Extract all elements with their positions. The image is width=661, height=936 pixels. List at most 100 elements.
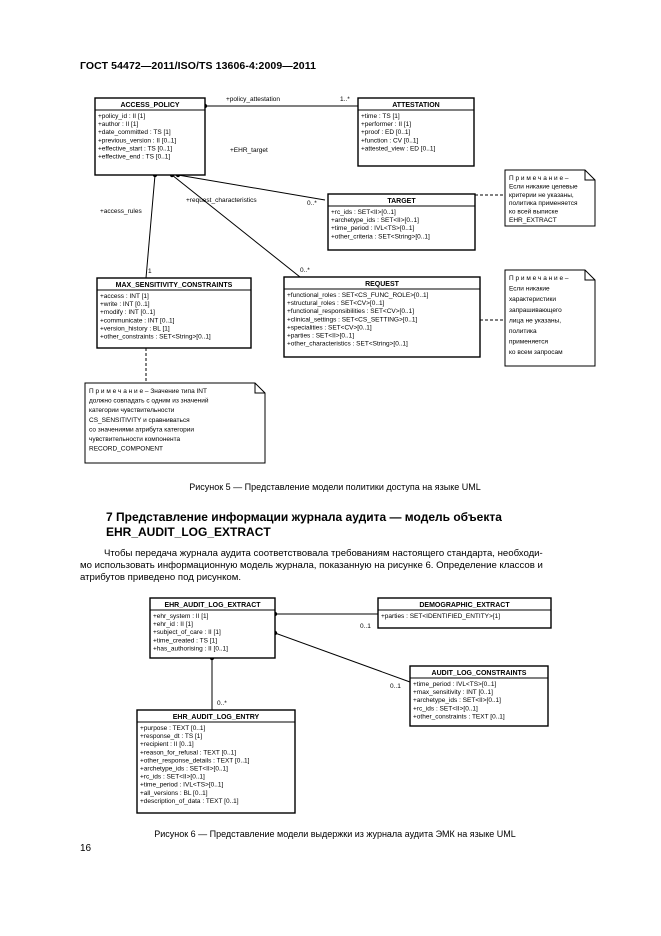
assoc-extract-constraints	[274, 632, 411, 683]
class-attribute: +functional_roles : SET<CS_FUNC_ROLE>[0.…	[287, 292, 429, 299]
note-line: категории чувствительности	[89, 407, 175, 414]
note-line: применяется	[509, 339, 549, 346]
class-max-sensitivity-constraints: MAX_SENSITIVITY_CONSTRAINTS +access : INT…	[96, 277, 252, 349]
class-attribute: +author : II [1]	[98, 121, 138, 128]
class-attribute: +effective_end : TS [0..1]	[98, 154, 170, 161]
class-demographic-extract: DEMOGRAPHIC_EXTRACT+parties : SET<IDENTI…	[377, 597, 552, 629]
class-ehr-audit-log-extract: EHR_AUDIT_LOG_EXTRACT +ehr_system : II [1…	[149, 597, 276, 659]
class-name: ATTESTATION	[392, 102, 439, 109]
class-attribute: +time_created : TS [1]	[153, 637, 217, 644]
running-header: ГОСТ 54472—2011/ISO/TS 13606-4:2009—2011	[80, 60, 317, 72]
label-access-rules: +access_rules	[100, 208, 142, 215]
note-1: П р и м е ч а н и е –Если никакие целевы…	[504, 169, 596, 227]
note-line: чувствительности компонента	[89, 436, 181, 443]
class-attribute: +all_versions : BL [0..1]	[140, 790, 208, 797]
paragraph-line: мо использовать информационную модель жу…	[80, 560, 543, 571]
class-attribute: +effective_start : TS [0..1]	[98, 145, 172, 152]
label-ehr-target: +EHR_target	[230, 147, 268, 154]
note-line: ко всем запросам	[509, 349, 563, 356]
class-attribute: +reason_for_refusal : TEXT [0..1]	[140, 749, 236, 756]
note-line: должно совпадать с одним из значений	[89, 397, 209, 405]
note-line: политика применяется	[509, 200, 578, 207]
class-name: ACCESS_POLICY	[120, 102, 179, 109]
class-attribute: +attested_view : ED [0..1]	[361, 145, 435, 152]
class-attribute: +max_sensitivity : INT [0..1]	[413, 689, 493, 696]
class-attribute: +time_period : IVL<TS>[0..1]	[140, 782, 223, 789]
note-line: со значениями атрибута категории	[89, 425, 194, 433]
class-attribute: +other_response_details : TEXT [0..1]	[140, 757, 250, 764]
class-attribute: +version_history : BL [1]	[100, 325, 170, 332]
class-name: DEMOGRAPHIC_EXTRACT	[419, 602, 510, 609]
class-target: TARGET +rc_ids : SET<II>[0..1]+archetype_…	[327, 193, 476, 251]
class-attribute: +time : TS [1]	[361, 113, 400, 120]
section-title-line2: EHR_AUDIT_LOG_EXTRACT	[106, 525, 271, 539]
note-line: CS_SENSITIVITY и сравниваться	[89, 417, 190, 424]
class-attribute: +response_dt : TS [1]	[140, 733, 202, 740]
label-mult: 0..*	[300, 267, 310, 274]
class-attribute: +proof : ED [0..1]	[361, 129, 411, 136]
class-attribute: +write : INT [0..1]	[100, 301, 150, 308]
class-attribute: +other_constraints : SET<String>[0..1]	[100, 334, 211, 341]
label-request-characteristics: +request_characteristics	[186, 197, 257, 204]
note-3: П р и м е ч а н и е – Значение типа INT д…	[84, 382, 266, 464]
class-attribute: +time_period : IVL<TS>[0..1]	[413, 681, 496, 688]
section-title-line1: 7 Представление информации журнала аудит…	[106, 510, 502, 524]
class-name: TARGET	[387, 198, 416, 205]
note-line: RECORD_COMPONENT	[89, 446, 163, 453]
class-attribute: +clinical_settings : SET<CS_SETTING>[0..…	[287, 316, 417, 323]
class-attribute: +date_committed : TS [1]	[98, 129, 171, 136]
class-ehr-audit-log-entry: EHR_AUDIT_LOG_ENTRY+purpose : TEXT [0..1…	[136, 709, 296, 814]
class-attribute: +rc_ids : SET<II>[0..1]	[140, 774, 205, 781]
class-attribute: +structural_roles : SET<CV>[0..1]	[287, 300, 385, 307]
assoc-policy-request	[171, 174, 301, 278]
class-attribute: +rc_ids : SET<II>[0..1]	[331, 209, 396, 216]
class-attribute: +specialities : SET<CV>[0..1]	[287, 324, 372, 331]
label-mult: 1	[148, 268, 152, 275]
note-2: П р и м е ч а н и е – Если никакие характе…	[504, 269, 596, 367]
paragraph-line: Чтобы передача журнала аудита соответств…	[104, 548, 543, 559]
note-line: Если никакие	[509, 286, 550, 293]
label-mult: 0..*	[307, 200, 317, 207]
class-attribute: +rc_ids : SET<II>[0..1]	[413, 705, 478, 712]
note-line: П р и м е ч а н и е – Значение типа INT	[89, 388, 207, 395]
page-number: 16	[80, 843, 92, 854]
class-attribute: +access : INT [1]	[100, 293, 149, 300]
figure-5-caption: Рисунок 5 — Представление модели политик…	[189, 482, 481, 492]
class-attribute: +archetype_ids : SET<II>[0..1]	[331, 217, 419, 224]
figure-6-caption: Рисунок 6 — Представление модели выдержк…	[154, 829, 516, 839]
label-policy-attestation: +policy_attestation	[226, 96, 280, 103]
assoc-policy-target	[177, 174, 326, 201]
class-attribute: +previous_version : II [0..1]	[98, 137, 176, 144]
class-attribute: +other_criteria : SET<String>[0..1]	[331, 233, 430, 240]
class-name: MAX_SENSITIVITY_CONSTRAINTS	[116, 282, 233, 289]
class-attribute: +subject_of_care : II [1]	[153, 629, 221, 636]
class-attribute: +other_constraints : TEXT [0..1]	[413, 713, 505, 720]
class-attribute: +modify : INT [0..1]	[100, 309, 155, 316]
class-attribute: +description_of_data : TEXT [0..1]	[140, 798, 239, 805]
class-request: REQUEST +functional_roles : SET<CS_FUNC_R…	[283, 276, 481, 358]
class-name: REQUEST	[365, 281, 400, 288]
class-attribute: +other_characteristics : SET<String>[0..…	[287, 341, 408, 348]
class-attribute: +ehr_system : II [1]	[153, 613, 209, 620]
class-access-policy: ACCESS_POLICY+policy_id : II [1]+author …	[94, 97, 206, 176]
class-name: AUDIT_LOG_CONSTRAINTS	[432, 670, 527, 677]
class-attribute: +communicate : INT [0..1]	[100, 317, 175, 324]
note-line: лица не указаны,	[509, 317, 561, 324]
note-line: запрашивающего	[509, 307, 562, 314]
paragraph-line: атрибутов приведено под рисунком.	[80, 572, 241, 583]
figure-5-diagram: +policy_attestation 1..* +EHR_target 0..…	[84, 96, 596, 464]
note-line: EHR_EXTRACT	[509, 217, 557, 224]
label-mult: 0..1	[360, 623, 371, 630]
note-line: характеристики	[509, 296, 556, 303]
label-mult: 1..*	[340, 96, 350, 103]
note-line: П р и м е ч а н и е –	[509, 275, 569, 282]
class-name: EHR_AUDIT_LOG_EXTRACT	[164, 602, 261, 609]
class-attribute: +parties : SET<II>[0..1]	[287, 333, 354, 340]
note-line: П р и м е ч а н и е –	[509, 175, 569, 182]
note-line: ко всей выписке	[509, 208, 558, 216]
class-attribute: +time_period : IVL<TS>[0..1]	[331, 225, 414, 232]
class-name: EHR_AUDIT_LOG_ENTRY	[173, 714, 260, 721]
note-line: политика	[509, 328, 537, 335]
class-attribute: +ehr_id : II [1]	[153, 621, 193, 628]
class-attribute: +recipient : II [0..1]	[140, 741, 194, 748]
